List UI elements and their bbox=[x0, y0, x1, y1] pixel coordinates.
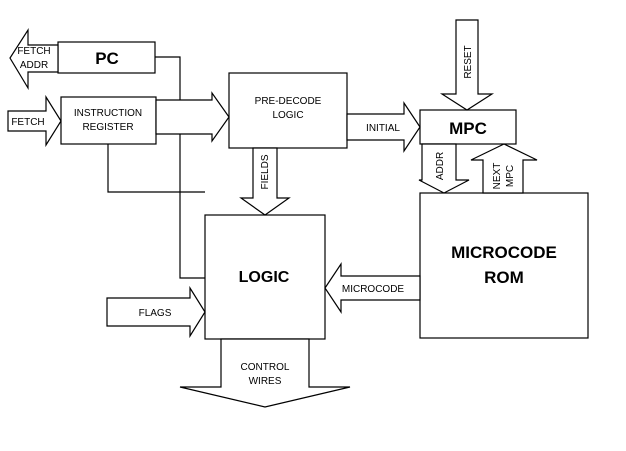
ir-to-predecode-arrow bbox=[155, 91, 230, 143]
microcode-arrow bbox=[324, 262, 421, 314]
instruction-register-block bbox=[60, 96, 157, 145]
instruction-register-label-line2: REGISTER bbox=[82, 122, 133, 133]
predecode-label-line1: PRE-DECODE bbox=[255, 96, 322, 107]
pc-label: PC bbox=[95, 49, 119, 68]
instruction-register-label-line1: INSTRUCTION bbox=[74, 108, 142, 119]
wire-ir-to-logic bbox=[107, 144, 205, 193]
initial-label: INITIAL bbox=[366, 123, 400, 134]
mpc-label: MPC bbox=[449, 119, 487, 138]
reset-arrow bbox=[439, 19, 495, 111]
logic-label: LOGIC bbox=[239, 269, 290, 286]
fields-label: FIELDS bbox=[260, 154, 271, 189]
initial-arrow bbox=[346, 101, 421, 153]
control-wires-arrow bbox=[179, 338, 351, 408]
microcode-rom-label-line2: ROM bbox=[484, 268, 524, 287]
microcode-label: MICROCODE bbox=[342, 284, 405, 295]
addr-label: ADDR bbox=[435, 152, 446, 180]
fields-arrow bbox=[239, 147, 291, 216]
flags-arrow bbox=[106, 285, 206, 339]
next-mpc-arrow bbox=[470, 143, 538, 194]
fetch-addr-arrow bbox=[9, 27, 59, 91]
predecode-label-line2: LOGIC bbox=[272, 110, 303, 121]
next-mpc-label-line2: MPC bbox=[505, 165, 516, 187]
microcode-rom-label-line1: MICROCODE bbox=[451, 243, 557, 262]
reset-label: RESET bbox=[463, 45, 474, 78]
fetch-addr-label-line1: FETCH bbox=[17, 46, 50, 57]
wires bbox=[107, 56, 205, 279]
control-wires-label-line1: CONTROL bbox=[241, 362, 290, 373]
fetch-addr-label-line2: ADDR bbox=[20, 60, 48, 71]
predecode-logic-block bbox=[228, 72, 348, 149]
fetch-label: FETCH bbox=[11, 117, 44, 128]
flags-label: FLAGS bbox=[139, 308, 172, 319]
control-wires-label-line2: WIRES bbox=[249, 376, 282, 387]
wire-pc-to-logic bbox=[155, 56, 205, 279]
fetch-arrow bbox=[7, 94, 62, 148]
logic-block bbox=[204, 214, 326, 340]
addr-arrow bbox=[418, 143, 470, 194]
next-mpc-label-line1: NEXT bbox=[492, 163, 503, 190]
microcode-rom-block bbox=[419, 192, 589, 339]
